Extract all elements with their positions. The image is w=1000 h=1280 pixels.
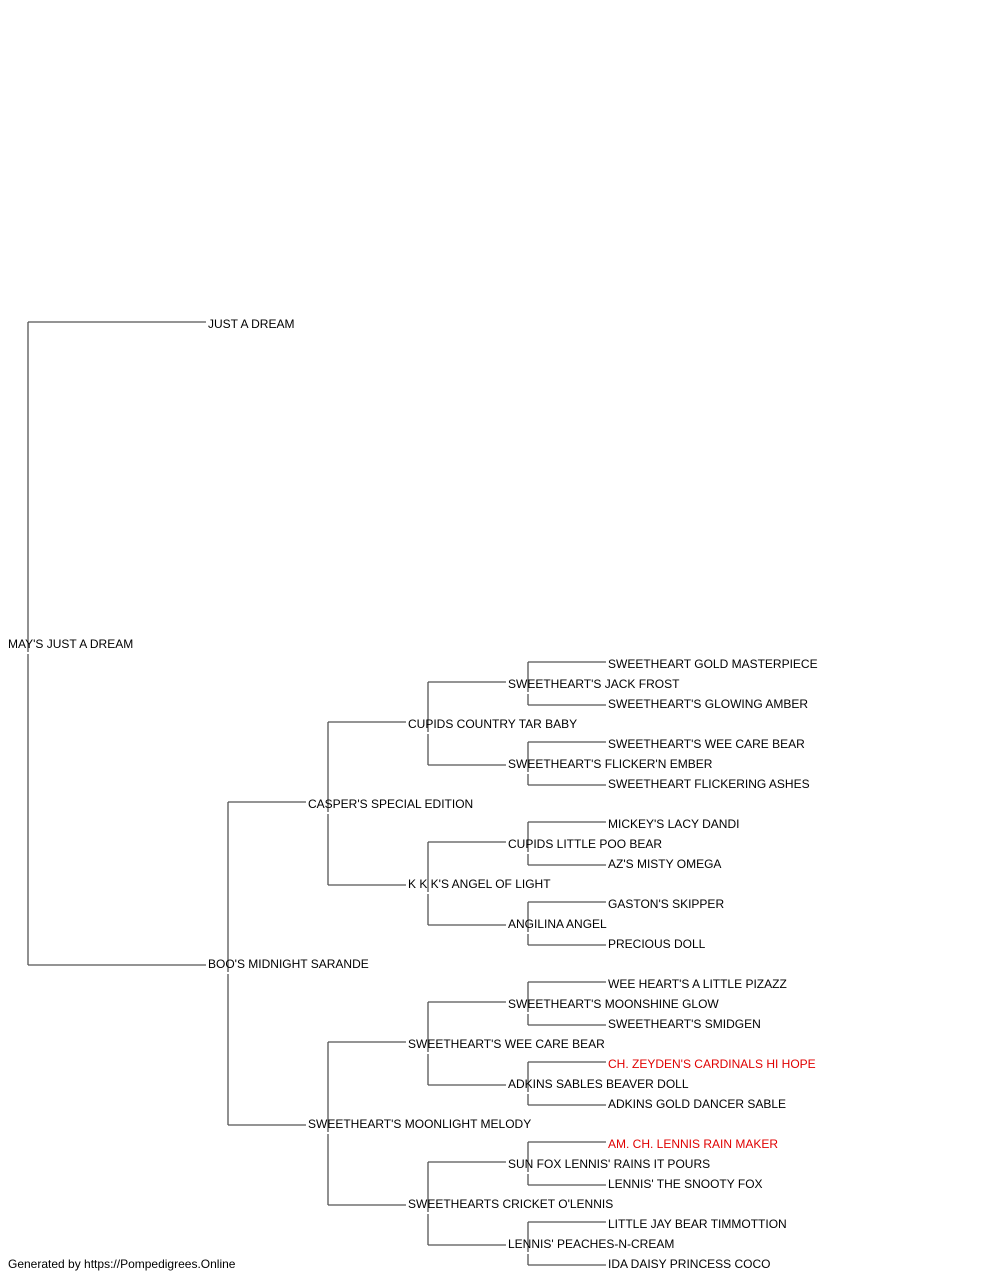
dog-name: K K K'S ANGEL OF LIGHT bbox=[408, 877, 551, 891]
dog-name: SWEETHEART GOLD MASTERPIECE bbox=[608, 657, 818, 671]
dog-name: ANGILINA ANGEL bbox=[508, 917, 607, 931]
dog-name: ADKINS SABLES BEAVER DOLL bbox=[508, 1077, 689, 1091]
dog-name: GASTON'S SKIPPER bbox=[608, 897, 725, 911]
dog-name: SWEETHEART FLICKERING ASHES bbox=[608, 777, 810, 791]
dog-name: PRECIOUS DOLL bbox=[608, 937, 706, 951]
dog-name: CUPIDS COUNTRY TAR BABY bbox=[408, 717, 578, 731]
dog-name: CH. ZEYDEN'S CARDINALS HI HOPE bbox=[608, 1057, 816, 1071]
dog-name: LENNIS' THE SNOOTY FOX bbox=[608, 1177, 763, 1191]
dog-name: SWEETHEART'S MOONLIGHT MELODY bbox=[308, 1117, 532, 1131]
dog-name: MICKEY'S LACY DANDI bbox=[608, 817, 740, 831]
dog-name: IDA DAISY PRINCESS COCO bbox=[608, 1257, 771, 1271]
dog-name: BOO'S MIDNIGHT SARANDE bbox=[208, 957, 369, 971]
dog-name: SWEETHEART'S SMIDGEN bbox=[608, 1017, 761, 1031]
dog-name: SWEETHEART'S FLICKER'N EMBER bbox=[508, 757, 713, 771]
footer-credit: Generated by https://Pompedigrees.Online bbox=[8, 1257, 236, 1271]
dog-name: SWEETHEART'S WEE CARE BEAR bbox=[608, 737, 805, 751]
dog-name: CUPIDS LITTLE POO BEAR bbox=[508, 837, 663, 851]
dog-name: LITTLE JAY BEAR TIMMOTTION bbox=[608, 1217, 787, 1231]
dog-name: SWEETHEART'S JACK FROST bbox=[508, 677, 680, 691]
dog-name: SWEETHEART'S WEE CARE BEAR bbox=[408, 1037, 605, 1051]
dog-name: LENNIS' PEACHES-N-CREAM bbox=[508, 1237, 675, 1251]
dog-name: AZ'S MISTY OMEGA bbox=[608, 857, 722, 871]
dog-name: SWEETHEART'S GLOWING AMBER bbox=[608, 697, 809, 711]
dog-name: ADKINS GOLD DANCER SABLE bbox=[608, 1097, 787, 1111]
dog-name-subject: MAY'S JUST A DREAM bbox=[8, 637, 134, 651]
dog-name: SWEETHEARTS CRICKET O'LENNIS bbox=[408, 1197, 614, 1211]
dog-name: CASPER'S SPECIAL EDITION bbox=[308, 797, 474, 811]
dog-name: JUST A DREAM bbox=[208, 317, 295, 331]
dog-name: SWEETHEART'S MOONSHINE GLOW bbox=[508, 997, 719, 1011]
dog-name: SUN FOX LENNIS' RAINS IT POURS bbox=[508, 1157, 711, 1171]
dog-name: AM. CH. LENNIS RAIN MAKER bbox=[608, 1137, 779, 1151]
dog-name: WEE HEART'S A LITTLE PIZAZZ bbox=[608, 977, 787, 991]
